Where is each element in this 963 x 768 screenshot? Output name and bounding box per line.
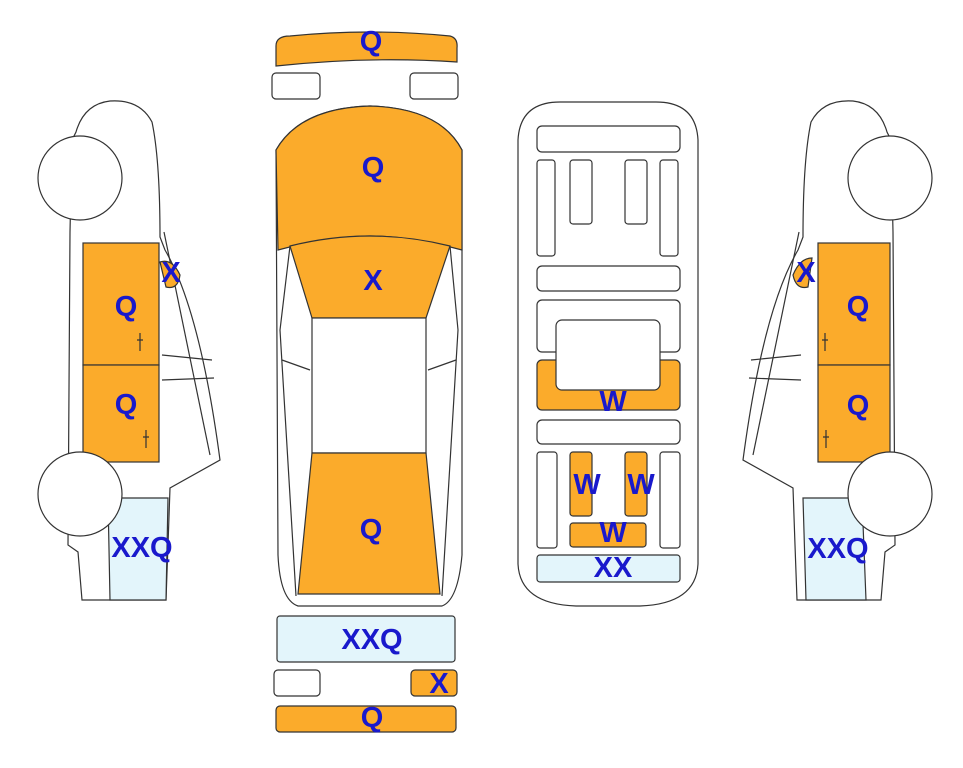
under-bottom-panel xyxy=(569,522,647,548)
left-front-door-handle xyxy=(137,333,143,351)
under-front-right-rail xyxy=(659,159,679,257)
under-rear-right-rail xyxy=(659,451,681,549)
front-left-light xyxy=(271,72,321,100)
under-rear-left-rail xyxy=(536,451,558,549)
label-under-bottom: W xyxy=(599,517,627,549)
rear-roof-panel xyxy=(297,452,441,595)
label-under-left: W xyxy=(573,469,601,501)
under-right-panel xyxy=(624,451,648,517)
label-rear-glass: XXQ xyxy=(341,624,402,656)
front-bumper-panel xyxy=(275,31,458,67)
left-front-wheel xyxy=(37,135,123,221)
label-right-rear-quarter: XXQ xyxy=(807,533,868,565)
under-mid-bar xyxy=(536,265,681,292)
label-under-rear: XX xyxy=(594,552,633,584)
right-rear-door-handle xyxy=(823,430,829,448)
left-rear-wheel xyxy=(37,451,123,537)
left-belt-line-2 xyxy=(161,377,215,381)
label-rear-bumper: Q xyxy=(361,702,384,734)
left-belt-line xyxy=(161,354,213,361)
under-rear-panel xyxy=(536,554,681,583)
under-front-left-arm xyxy=(569,159,593,225)
left-rear-quarter-panel xyxy=(107,497,169,601)
label-rear-small-right: X xyxy=(429,668,449,700)
under-left-panel xyxy=(569,451,593,517)
right-front-wheel xyxy=(847,135,933,221)
underbody-view xyxy=(517,101,699,607)
label-front-bumper: Q xyxy=(360,26,383,58)
under-front-right-arm xyxy=(624,159,648,225)
top-view xyxy=(271,31,463,733)
under-cross-bar xyxy=(536,419,681,445)
right-rear-quarter-panel xyxy=(802,497,867,601)
rear-left-light xyxy=(273,669,321,697)
front-right-light xyxy=(409,72,459,100)
windshield-panel xyxy=(289,235,451,319)
label-under-mid: W xyxy=(599,386,627,418)
rear-bumper-panel xyxy=(275,705,457,733)
label-left-rear-door: Q xyxy=(115,389,138,421)
left-rear-door-handle xyxy=(143,430,149,448)
right-front-door-handle xyxy=(822,333,828,351)
right-mirror-panel xyxy=(792,257,813,289)
right-rear-wheel xyxy=(847,451,933,537)
top-side-lines xyxy=(279,245,459,597)
right-rear-door-panel xyxy=(817,364,891,463)
right-belt-line xyxy=(750,354,802,361)
left-front-door-panel xyxy=(82,242,160,366)
under-tank xyxy=(555,319,661,391)
under-front-left-rail xyxy=(536,159,556,257)
under-front-bar xyxy=(536,125,681,153)
label-right-mirror: X xyxy=(796,257,816,289)
left-side-view xyxy=(37,100,221,601)
label-left-mirror: X xyxy=(161,257,181,289)
right-pillar-line xyxy=(752,231,800,456)
label-under-right: W xyxy=(627,469,655,501)
label-roof-rear: Q xyxy=(360,514,383,546)
label-right-rear-door: Q xyxy=(847,390,870,422)
right-belt-line-2 xyxy=(748,377,802,381)
rear-glass-panel xyxy=(276,615,456,663)
rear-right-light-panel xyxy=(410,669,458,697)
label-left-front-door: Q xyxy=(115,291,138,323)
label-right-front-door: Q xyxy=(847,291,870,323)
label-windshield: X xyxy=(363,265,383,297)
roof xyxy=(311,317,427,454)
left-mirror-panel xyxy=(159,260,181,289)
damage-labels: Q Q X Q XXQ X Q X Q Q XXQ X Q Q XXQ W W … xyxy=(111,26,869,734)
right-side-view xyxy=(742,100,933,601)
top-mirror-lines xyxy=(281,359,457,371)
label-hood: Q xyxy=(362,152,385,184)
label-left-rear-quarter: XXQ xyxy=(111,532,172,564)
